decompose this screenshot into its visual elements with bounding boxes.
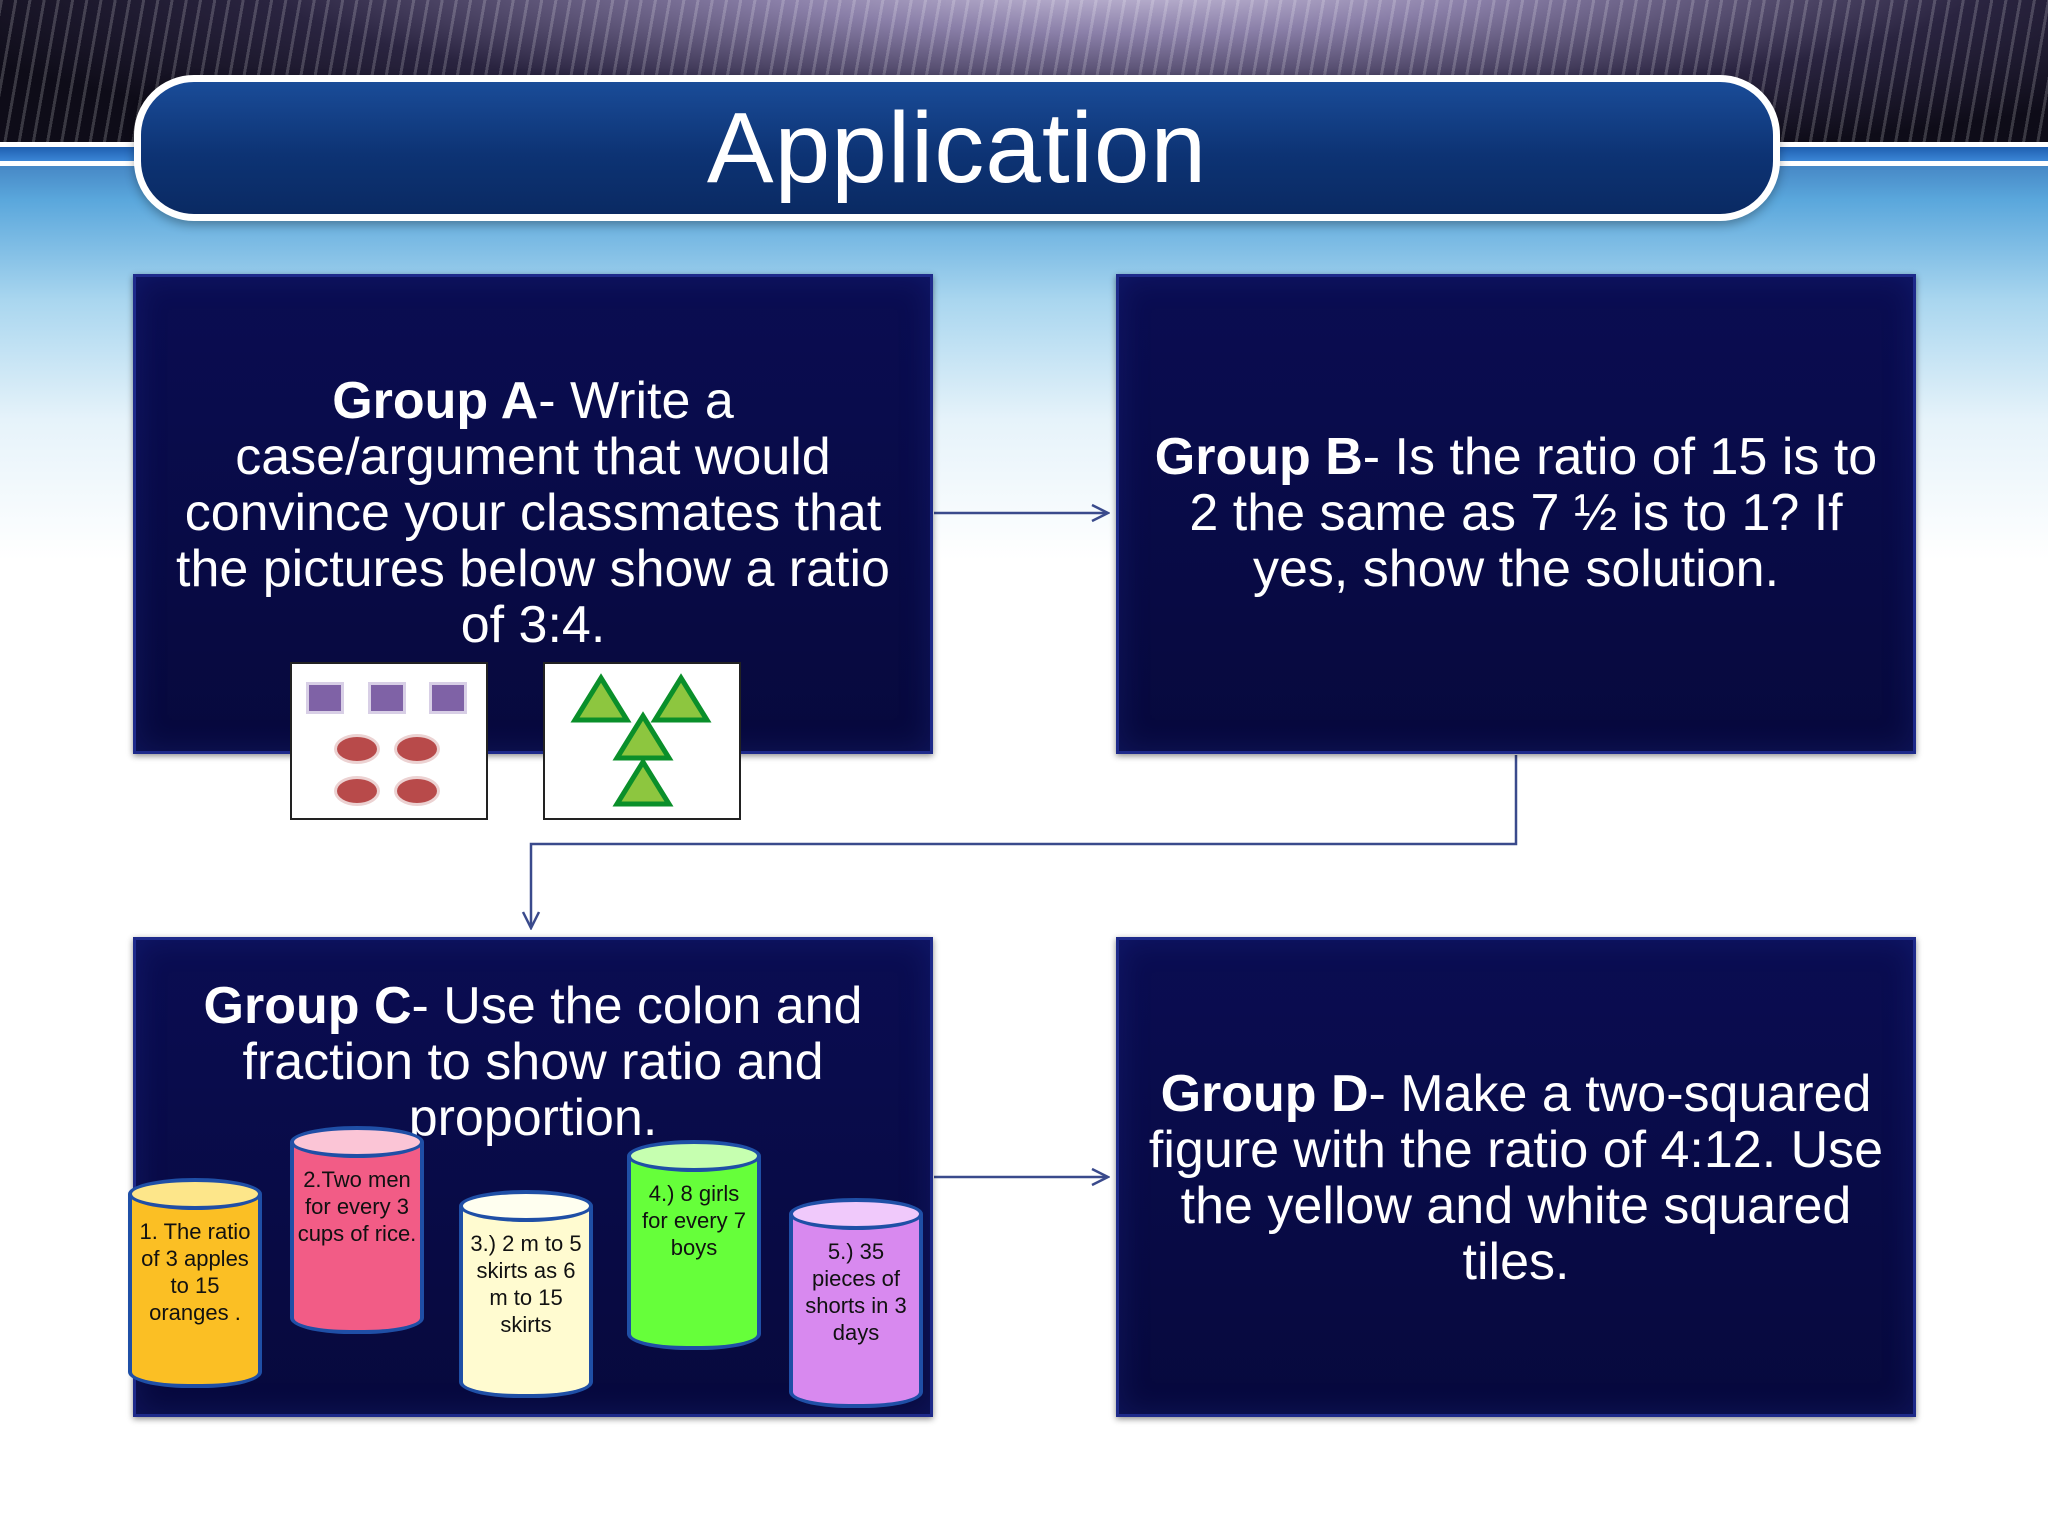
square-shape (306, 682, 344, 714)
shapes-picture-triangles (543, 662, 741, 820)
triangle-shape (570, 673, 632, 723)
group-c-label: Group C (203, 977, 412, 1035)
can-body (627, 1156, 761, 1350)
oval-shape (334, 734, 380, 764)
can-label: 5.) 35 pieces of shorts in 3 days (805, 1239, 907, 1345)
can-top (128, 1178, 262, 1210)
group-a-text: Group A- Write a case/argument that woul… (161, 373, 905, 653)
can-body (789, 1214, 923, 1408)
group-a-label: Group A (332, 372, 539, 430)
group-a-instructions: - Write a case/argument that would convi… (176, 372, 890, 654)
group-a-box: Group A- Write a case/argument that woul… (133, 274, 933, 754)
ratio-can-3: 3.) 2 m to 5 skirts as 6 m to 15 skirts (459, 1190, 593, 1398)
can-label: 1. The ratio of 3 apples to 15 oranges . (139, 1219, 251, 1325)
group-b-label: Group B (1154, 428, 1363, 486)
title-banner: Application (134, 75, 1780, 221)
triangle-shape (650, 673, 712, 723)
ratio-can-2: 2.Two men for every 3 cups of rice. (290, 1126, 424, 1334)
group-d-text: Group D- Make a two-squared figure with … (1144, 1066, 1888, 1290)
can-body (290, 1142, 424, 1334)
square-shape (429, 682, 467, 714)
can-label: 2.Two men for every 3 cups of rice. (297, 1167, 417, 1246)
group-d-instructions: - Make a two-squared figure with the rat… (1148, 1065, 1884, 1291)
square-shape (368, 682, 406, 714)
can-body (459, 1206, 593, 1398)
ratio-can-4: 4.) 8 girls for every 7 boys (627, 1140, 761, 1350)
oval-shape (334, 776, 380, 806)
oval-shape (394, 776, 440, 806)
can-top (627, 1140, 761, 1172)
ratio-can-1: 1. The ratio of 3 apples to 15 oranges . (128, 1178, 262, 1388)
can-top (290, 1126, 424, 1158)
group-c-instructions: - Use the colon and fraction to show rat… (242, 977, 863, 1147)
triangle-shape (612, 757, 674, 807)
group-b-text: Group B- Is the ratio of 15 is to 2 the … (1144, 429, 1888, 597)
triangles-group (570, 673, 712, 807)
oval-shape (394, 734, 440, 764)
shapes-picture-squares-ovals (290, 662, 488, 820)
slide-title: Application (706, 91, 1208, 204)
group-b-instructions: - Is the ratio of 15 is to 2 the same as… (1189, 428, 1878, 598)
can-label: 3.) 2 m to 5 skirts as 6 m to 15 skirts (470, 1231, 582, 1337)
ratio-can-5: 5.) 35 pieces of shorts in 3 days (789, 1198, 923, 1408)
can-body (128, 1194, 262, 1388)
group-d-box: Group D- Make a two-squared figure with … (1116, 937, 1916, 1417)
can-top (459, 1190, 593, 1222)
group-b-box: Group B- Is the ratio of 15 is to 2 the … (1116, 274, 1916, 754)
group-d-label: Group D (1160, 1065, 1369, 1123)
can-label: 4.) 8 girls for every 7 boys (642, 1181, 746, 1260)
can-top (789, 1198, 923, 1230)
group-c-text: Group C- Use the colon and fraction to s… (161, 978, 905, 1146)
